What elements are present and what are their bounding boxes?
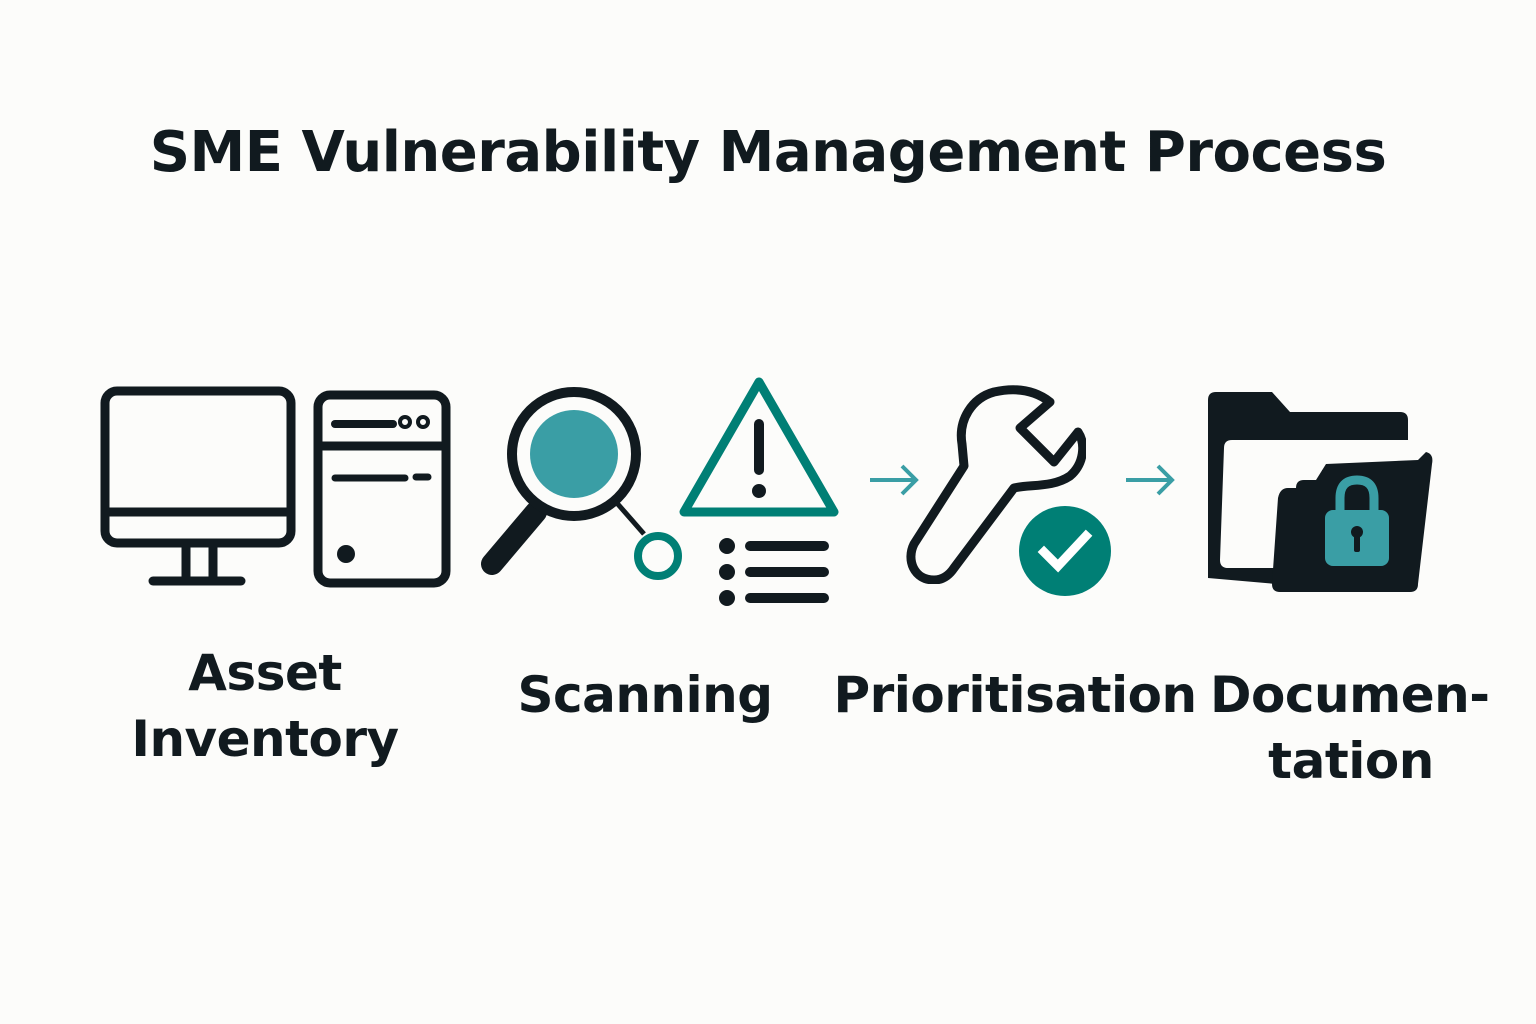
warning-triangle-icon: [679, 377, 839, 517]
step-label-scanning: Scanning: [517, 666, 773, 724]
wrench-icon: [906, 385, 1086, 584]
arrow-right-icon: [1126, 464, 1175, 496]
folder-icon: [1208, 392, 1433, 592]
server-tower-icon: [313, 390, 451, 588]
padlock-icon: [1325, 475, 1389, 566]
list-icon: [719, 538, 829, 606]
page-title: SME Vulnerability Management Process: [149, 120, 1387, 185]
magnifier-icon: [481, 387, 682, 580]
desktop-monitor-icon: [100, 386, 296, 586]
arrow-right-icon: [870, 464, 919, 496]
check-circle-icon: [1019, 506, 1111, 596]
step-label-prioritisation: Prioritisation: [833, 666, 1197, 724]
step-label-documentation: Documen- tation: [1210, 666, 1490, 790]
step-label-asset-inventory: Asset Inventory: [131, 644, 399, 768]
